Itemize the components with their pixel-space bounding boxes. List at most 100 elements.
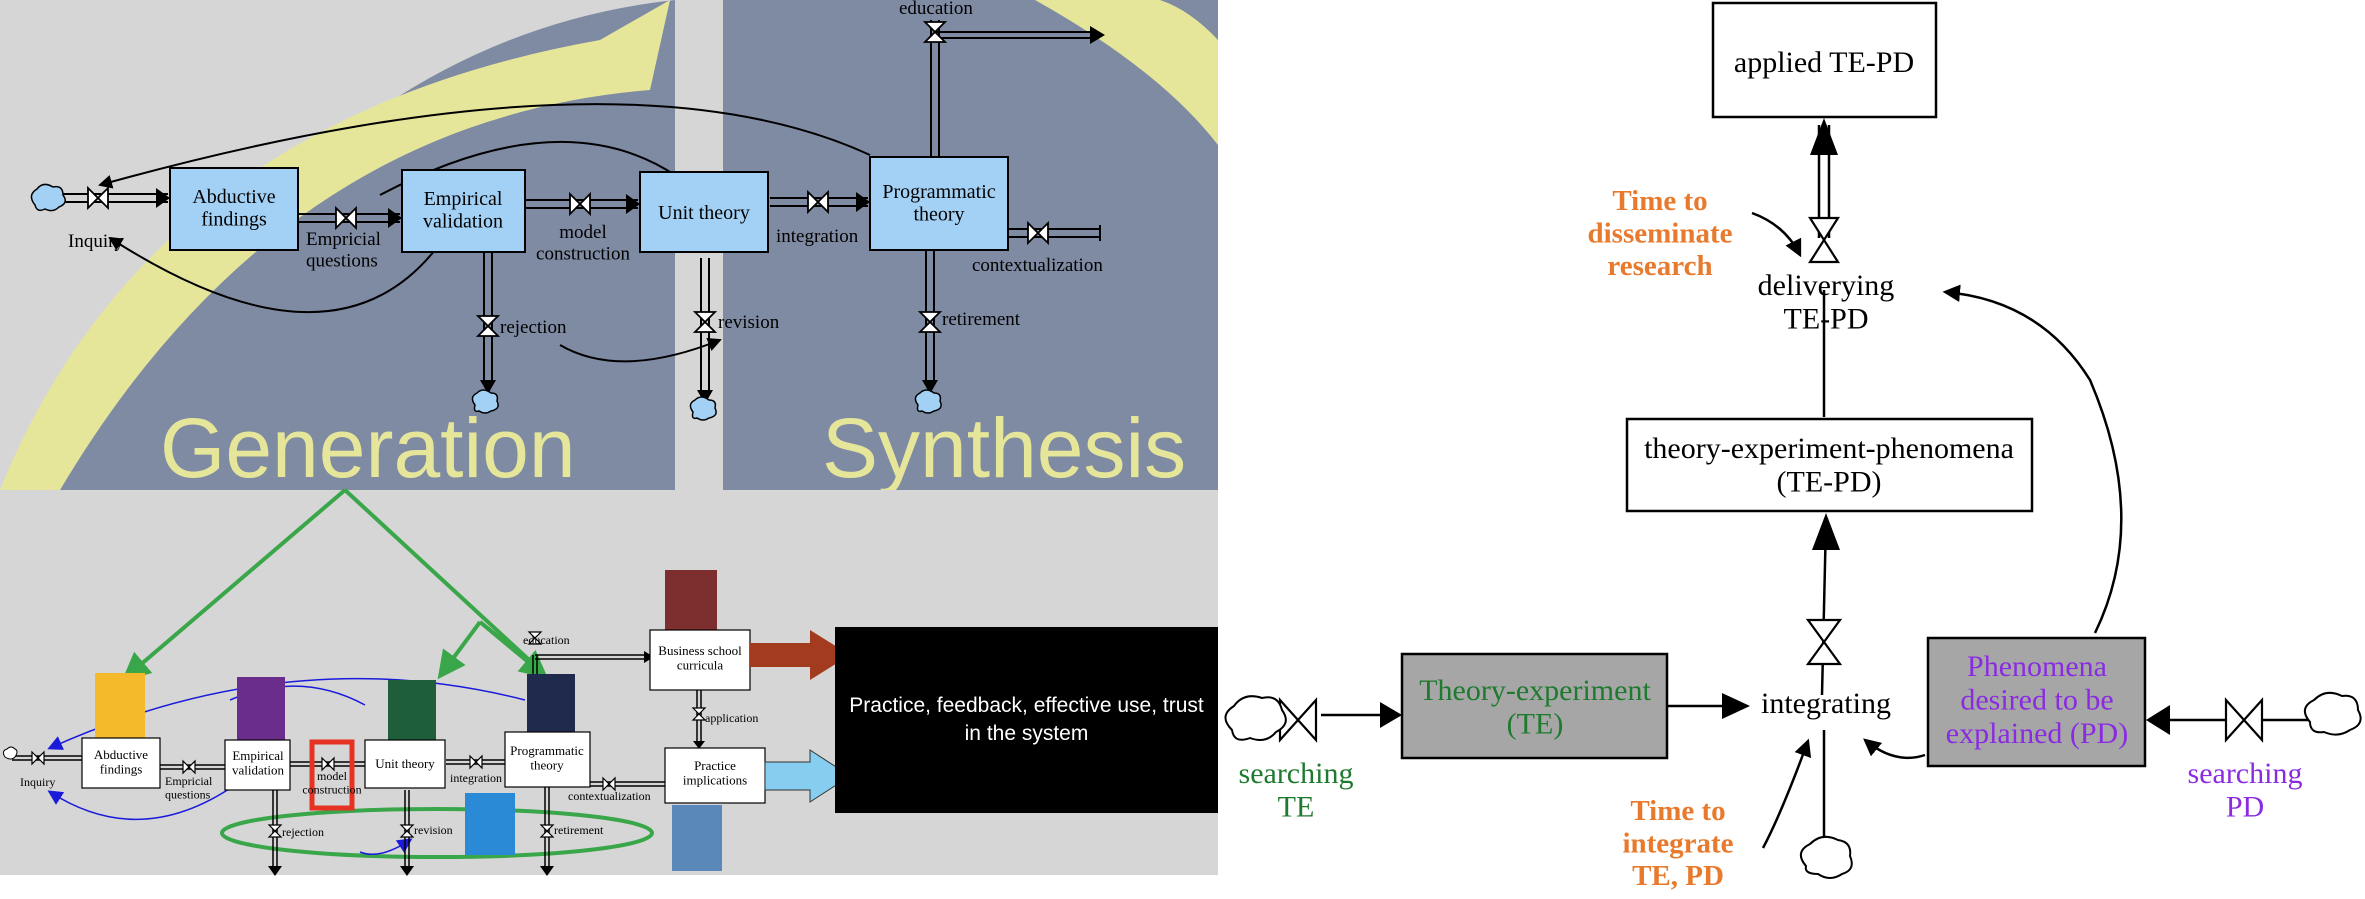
label-line: implications — [683, 773, 747, 788]
stock-unit-theory-2 — [364, 739, 446, 789]
label-line: Abductive — [192, 186, 275, 208]
label-line: rejection — [500, 317, 567, 338]
stock-label-applied: applied TE-PD — [1734, 46, 1914, 79]
label-line: curricula — [677, 658, 723, 673]
label-line: TE, PD — [1632, 860, 1724, 892]
flow-label: retirement — [942, 309, 1021, 330]
highlight-model-construction — [309, 739, 355, 811]
stock-unit-theory — [639, 171, 769, 253]
label-line: (TE) — [1507, 708, 1564, 741]
book-cover — [237, 677, 285, 741]
stock-label-2: Unit theory — [375, 756, 435, 771]
label-line: TE-PD — [1784, 303, 1869, 336]
label-line: research — [1607, 250, 1712, 282]
generation-arc — [0, 0, 670, 490]
stock-programmatic-theory-2 — [504, 731, 591, 788]
flow-label-2: Inquiry — [20, 775, 55, 789]
label-line: Time to — [1612, 185, 1707, 217]
label-line: revision — [414, 823, 453, 837]
flow-label: education — [899, 0, 973, 19]
label-line: Abductive — [94, 747, 148, 762]
label-line: questions — [165, 787, 211, 801]
practice-feedback-box: Practice, feedback, effective use, trust… — [835, 627, 1218, 813]
stock-label: Unit theory — [658, 202, 750, 224]
flow-label-2: contextualization — [568, 789, 651, 803]
synthesis-word: Synthesis — [822, 401, 1186, 495]
label-line: Empricial — [165, 774, 213, 788]
stock-business-school-curricula — [649, 629, 751, 691]
label-line: Practice — [694, 758, 736, 773]
label-line: theory — [530, 758, 564, 773]
label-line: Programmatic — [882, 181, 995, 203]
label-line: application — [705, 711, 758, 725]
label-line: Phenomena — [1967, 650, 2107, 683]
label-line: Business school — [658, 643, 742, 658]
label-line: Unit theory — [658, 202, 750, 224]
label-line: theory — [913, 203, 964, 225]
top-left-panel: Generation Synthesis — [0, 0, 1218, 495]
red-arrow — [750, 630, 850, 680]
label-line: model — [559, 222, 607, 243]
label-line: applied TE-PD — [1734, 46, 1914, 79]
flow-label: integration — [776, 226, 859, 247]
generation-word: Generation — [160, 401, 576, 495]
stock-practice-implications — [664, 747, 766, 804]
label-line: theory-experiment-phenomena — [1644, 432, 2014, 465]
stock-abductive-findings — [169, 167, 299, 251]
book-cover — [465, 793, 515, 855]
flow-label-2: revision — [414, 823, 453, 837]
flow-label-2: rejection — [282, 825, 324, 839]
flow-label: revision — [718, 312, 780, 333]
label-line: Empricial — [306, 229, 381, 250]
generation-slate — [60, 0, 675, 490]
label-line: Time to — [1630, 795, 1725, 827]
label-line: PD — [2226, 791, 2264, 824]
flow-label-2: retirement — [554, 823, 604, 837]
label-line: education — [899, 0, 973, 19]
book-cover — [665, 570, 717, 634]
flow-label-2: education — [523, 633, 570, 647]
label-line: retirement — [942, 309, 1021, 330]
label-line: Inquiry — [68, 231, 124, 252]
flow-label: rejection — [500, 317, 567, 338]
label-line: integration — [450, 771, 502, 785]
label-line: Empirical — [232, 748, 284, 763]
label-line: validation — [232, 763, 284, 778]
label-line: model — [317, 769, 348, 783]
label-line: findings — [100, 762, 143, 777]
label-line: integration — [776, 226, 859, 247]
stock-empirical-validation-2 — [224, 739, 291, 791]
flow-label-2: application — [705, 711, 758, 725]
right-panel: applied TE-PD theory-experiment-phenomen… — [1224, 1, 2362, 892]
label-line: explained (PD) — [1946, 717, 2128, 750]
blue-arrow — [764, 749, 851, 803]
label-line: integrate — [1622, 827, 1733, 859]
label-line: construction — [536, 243, 630, 264]
stock-abductive-findings-2 — [81, 737, 161, 789]
flow-label-2: integration — [450, 771, 502, 785]
label-line: validation — [423, 210, 503, 232]
stock-label-tepd: theory-experiment-phenomena(TE-PD) — [1644, 432, 2014, 499]
label-line: searching — [1239, 757, 1354, 790]
label-line: revision — [718, 312, 780, 333]
flow-label: Inquiry — [68, 231, 124, 252]
label-line: rejection — [282, 825, 324, 839]
book-cover — [95, 673, 145, 738]
label-line: desired to be — [1960, 684, 2113, 717]
label-line: construction — [302, 782, 361, 796]
stock-empirical-validation — [401, 169, 526, 253]
synthesis-arc — [1035, 0, 1218, 145]
